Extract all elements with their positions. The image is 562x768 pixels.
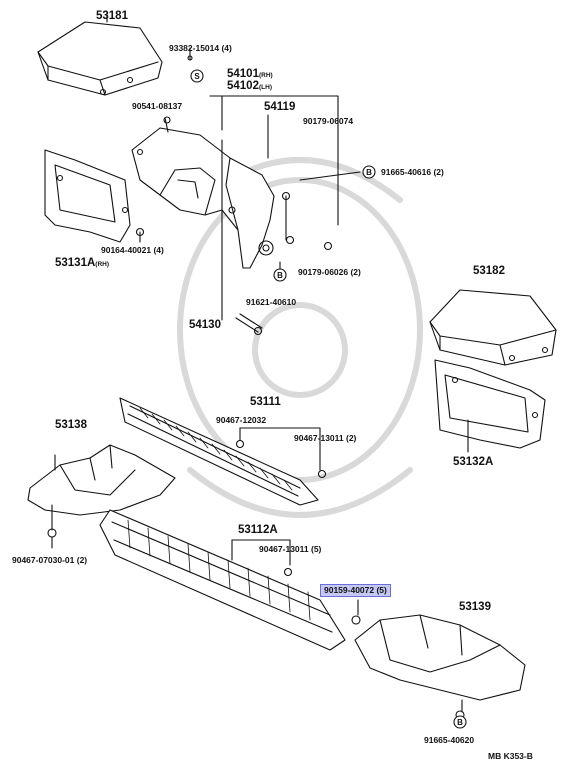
svg-text:S: S bbox=[194, 72, 200, 81]
svg-text:B: B bbox=[277, 271, 283, 280]
part-53111-grille bbox=[119, 397, 319, 506]
label-54130: 54130 bbox=[189, 319, 221, 331]
svg-text:B: B bbox=[366, 168, 372, 177]
part-54101-bracket bbox=[131, 127, 275, 269]
circle-mark-s: S bbox=[190, 69, 204, 83]
label-90179-06026: 90179-06026 (2) bbox=[298, 267, 361, 277]
label-91665-40616: 91665-40616 (2) bbox=[381, 167, 444, 177]
label-90467-12032: 90467-12032 bbox=[216, 415, 267, 425]
label-54101: 54101(RH) bbox=[227, 68, 273, 80]
label-53112a: 53112A bbox=[238, 524, 278, 536]
label-53138: 53138 bbox=[55, 419, 87, 431]
label-54102: 54102(LH) bbox=[227, 80, 272, 92]
label-90541-08137: 90541-08137 bbox=[132, 101, 183, 111]
label-53132a: 53132A bbox=[453, 456, 494, 468]
label-90179-06074: 90179-06074 bbox=[303, 116, 354, 126]
part-53138-guard bbox=[27, 444, 176, 516]
label-53111: 53111 bbox=[250, 396, 281, 408]
part-53131a-bracket bbox=[44, 149, 131, 243]
svg-text:B: B bbox=[457, 718, 463, 727]
label-91621-40610: 91621-40610 bbox=[246, 297, 297, 307]
label-53181: 53181 bbox=[96, 10, 128, 22]
label-53139: 53139 bbox=[459, 601, 491, 613]
label-93382-15014: 93382-15014 (4) bbox=[169, 43, 232, 53]
circle-mark-b: B bbox=[362, 165, 376, 179]
label-90164-40021: 90164-40021 (4) bbox=[101, 245, 164, 255]
diagram-code: MB K353-B bbox=[488, 751, 533, 761]
label-90467-13011-2: 90467-13011 (2) bbox=[294, 433, 357, 443]
part-53181-cover bbox=[37, 21, 163, 96]
part-53132a-bracket bbox=[434, 359, 546, 449]
label-54119: 54119 bbox=[264, 101, 296, 113]
label-91665-40620: 91665-40620 bbox=[424, 735, 475, 745]
part-53182-cover bbox=[429, 289, 557, 366]
part-53139-guard bbox=[354, 614, 526, 701]
part-53112a-grille bbox=[99, 509, 346, 651]
label-90467-13011-5: 90467-13011 (5) bbox=[259, 544, 322, 554]
part-54130-bolt bbox=[235, 313, 263, 336]
label-53182: 53182 bbox=[473, 265, 505, 277]
circle-mark-b: B bbox=[273, 268, 287, 282]
label-90159-40072-highlighted[interactable]: 90159-40072 (5) bbox=[320, 584, 391, 597]
label-53131a: 53131A(RH) bbox=[55, 257, 110, 269]
circle-mark-b: B bbox=[453, 715, 467, 729]
label-90467-07030-01: 90467-07030-01 (2) bbox=[12, 555, 88, 565]
